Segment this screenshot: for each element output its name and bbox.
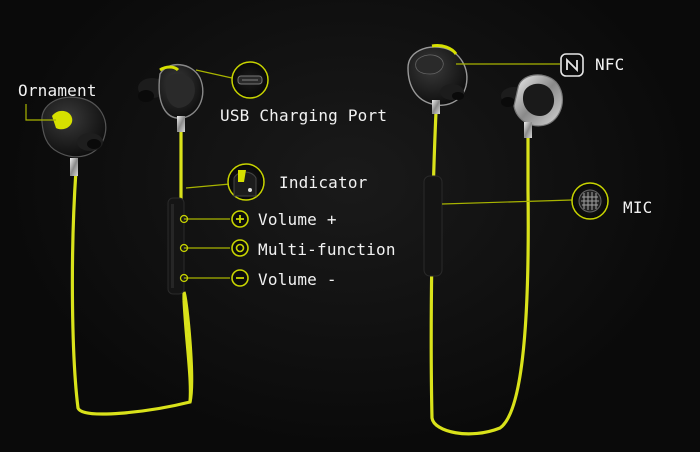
plus-icon [231,210,249,228]
mic-grille-icon [571,182,609,220]
volume-down-label: Volume - [258,270,337,289]
ornament-label: Ornament [18,81,97,100]
usb-charging-port-label: USB Charging Port [220,106,388,125]
left-cable [70,169,194,416]
right-earbud-nfc [407,44,468,114]
usb-leader [195,69,233,79]
right-cable [429,111,530,436]
nfc-label: NFC [595,55,625,74]
indicator-label: Indicator [279,173,368,192]
volume-up-label: Volume + [258,210,337,229]
mic-label: MIC [623,198,653,217]
multi-function-label: Multi-function [258,240,396,259]
ornament-leader [25,104,56,121]
right-remote-control [423,175,443,277]
ring-icon [231,239,249,257]
left-earbud-ornament [41,96,107,176]
right-earbud-back [501,74,564,138]
left-earbud-usb [138,64,204,132]
minus-icon [231,269,249,287]
usb-port-icon [231,61,269,99]
indicator-light-icon [227,163,265,201]
nfc-icon [560,53,584,77]
indicator-leader [185,183,231,189]
mic-leader [441,199,573,205]
